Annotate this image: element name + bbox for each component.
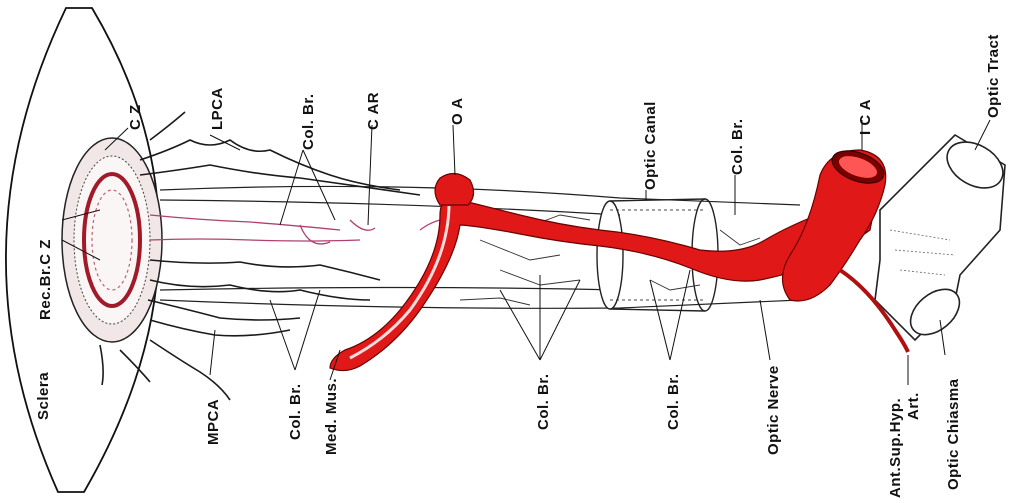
label-rec-br-cz: Rec.Br.C Z: [37, 239, 54, 320]
oa-loop: [435, 173, 474, 205]
central-retinal-branches: [150, 215, 460, 244]
label-ant-sup-hyp-2: Art.: [905, 392, 922, 420]
label-optic-canal: Optic Canal: [642, 101, 659, 190]
label-optic-chiasma: Optic Chiasma: [945, 378, 962, 490]
label-col-br-bottom3: Col. Br.: [665, 373, 682, 430]
label-col-br-top1: Col. Br.: [300, 93, 317, 150]
label-car: C AR: [365, 92, 382, 130]
label-sclera: Sclera: [35, 372, 52, 420]
label-optic-tract: Optic Tract: [985, 34, 1002, 118]
label-col-br-top2: Col. Br.: [729, 118, 746, 175]
label-col-br-bottom2: Col. Br.: [535, 373, 552, 430]
optic-chiasma-block: [875, 133, 1011, 344]
label-mpca: MPCA: [205, 399, 222, 445]
label-ant-sup-hyp-1: Ant.Sup.Hyp.: [887, 398, 904, 498]
label-oa: O A: [449, 97, 466, 125]
label-lpca: LPCA: [209, 87, 226, 130]
label-col-br-bottom1: Col. Br.: [287, 383, 304, 440]
label-ica: I C A: [857, 99, 874, 135]
label-med-mus: Med. Mus.: [323, 378, 340, 455]
label-cz: C Z: [127, 104, 144, 130]
choroid-disc: [62, 138, 162, 342]
label-optic-nerve: Optic Nerve: [765, 365, 782, 455]
